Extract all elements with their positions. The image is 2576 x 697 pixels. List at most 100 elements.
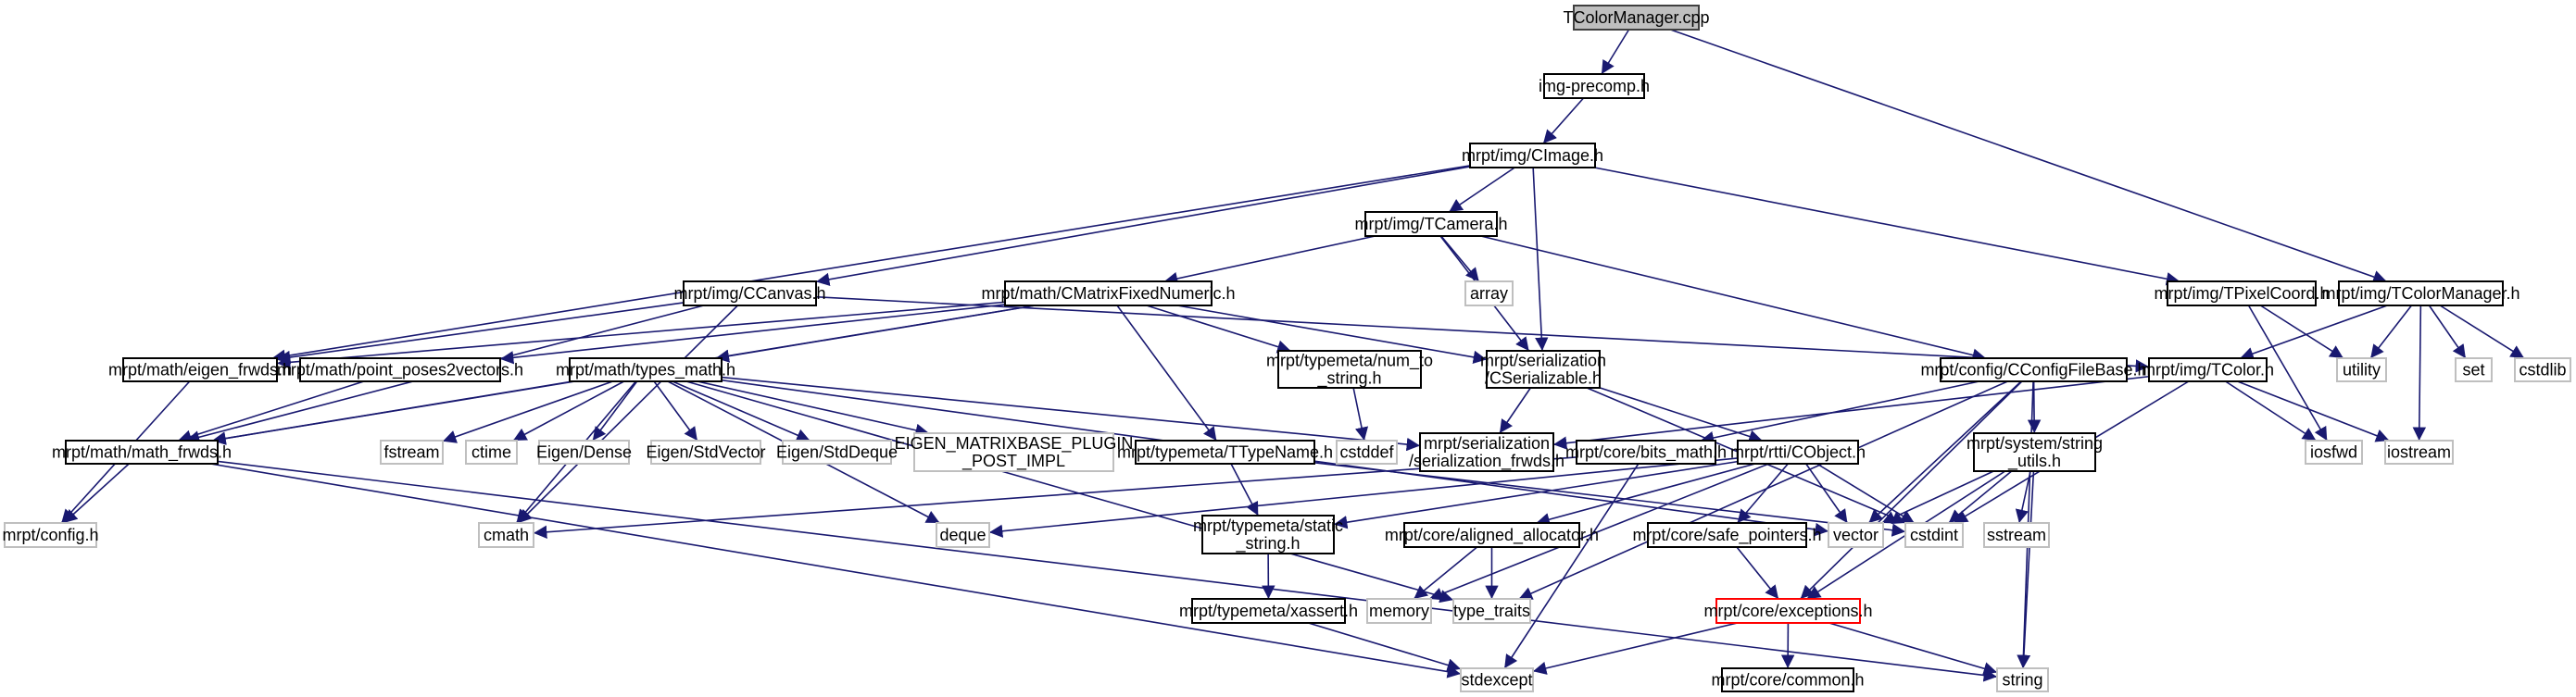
- node-config[interactable]: mrpt/config.h: [2, 522, 99, 548]
- node-set[interactable]: set: [2455, 357, 2493, 382]
- node-box[interactable]: [1721, 667, 1854, 692]
- node-box[interactable]: [1469, 143, 1596, 168]
- node-box[interactable]: [1464, 280, 1514, 306]
- node-box[interactable]: [1364, 211, 1498, 237]
- node-utility[interactable]: utility: [2336, 357, 2387, 382]
- node-box[interactable]: [4, 522, 97, 548]
- node-box[interactable]: [569, 357, 723, 382]
- node-box[interactable]: [538, 440, 630, 465]
- node-fstream[interactable]: fstream: [380, 440, 444, 465]
- node-strutils[interactable]: mrpt/system/string_utils.h: [1967, 432, 2103, 472]
- node-xassert[interactable]: mrpt/typemeta/xassert.h: [1179, 598, 1358, 624]
- node-box[interactable]: [1543, 73, 1645, 99]
- node-box[interactable]: [478, 522, 534, 548]
- node-tpixel[interactable]: mrpt/img/TPixelCoord.h: [2154, 280, 2330, 306]
- node-cpp[interactable]: TColorManager.cpp: [1563, 5, 1710, 31]
- node-deque[interactable]: deque: [936, 522, 990, 548]
- node-cmath[interactable]: cmath: [478, 522, 534, 548]
- node-box[interactable]: [2167, 280, 2317, 306]
- node-box[interactable]: [1135, 440, 1315, 465]
- node-box[interactable]: [1737, 440, 1859, 465]
- node-tcmh[interactable]: mrpt/img/TColorManager.h: [2321, 280, 2520, 306]
- node-staticstr[interactable]: mrpt/typemeta/static_string.h: [1193, 515, 1343, 554]
- node-box[interactable]: [2305, 440, 2363, 465]
- node-box[interactable]: [1715, 598, 1861, 624]
- node-box[interactable]: [1004, 280, 1213, 306]
- node-iostream[interactable]: iostream: [2384, 440, 2454, 465]
- node-box[interactable]: [1996, 667, 2049, 692]
- node-box[interactable]: [1366, 598, 1432, 624]
- node-box[interactable]: [2148, 357, 2268, 382]
- node-typesmath[interactable]: mrpt/math/types_math.h: [556, 357, 735, 382]
- node-cstddef[interactable]: cstddef: [1336, 440, 1398, 465]
- node-box[interactable]: [1403, 522, 1580, 548]
- node-box[interactable]: [1486, 350, 1601, 389]
- node-box[interactable]: [1983, 522, 2050, 548]
- node-box[interactable]: [1940, 357, 2128, 382]
- node-typetraits[interactable]: type_traits: [1452, 598, 1531, 624]
- node-exceptions[interactable]: mrpt/core/exceptions.h: [1703, 598, 1873, 624]
- node-box[interactable]: [1191, 598, 1346, 624]
- node-serfrwds[interactable]: mrpt/serialization/serialization_frwds.h: [1409, 432, 1564, 472]
- node-tcolor[interactable]: mrpt/img/TColor.h: [2142, 357, 2274, 382]
- node-ttypename[interactable]: mrpt/typemeta/TTypeName.h: [1117, 440, 1333, 465]
- node-box[interactable]: [936, 522, 990, 548]
- node-tcamera[interactable]: mrpt/img/TCamera.h: [1354, 211, 1508, 237]
- node-eigenstddeq[interactable]: Eigen/StdDeque: [776, 440, 898, 465]
- node-imgprecomp[interactable]: img-precomp.h: [1539, 73, 1650, 99]
- node-box[interactable]: [2384, 440, 2454, 465]
- node-box[interactable]: [1647, 522, 1807, 548]
- node-box[interactable]: [650, 440, 761, 465]
- node-sstream[interactable]: sstream: [1983, 522, 2050, 548]
- node-bitsmath[interactable]: mrpt/core/bits_math.h: [1565, 440, 1727, 465]
- node-mathfrwds[interactable]: mrpt/math/math_frwds.h: [52, 440, 232, 465]
- node-box[interactable]: [1828, 522, 1884, 548]
- node-box[interactable]: [1336, 440, 1398, 465]
- node-box[interactable]: [2514, 357, 2571, 382]
- node-common[interactable]: mrpt/core/common.h: [1711, 667, 1865, 692]
- node-box[interactable]: [1573, 5, 1700, 31]
- node-box[interactable]: [1576, 440, 1716, 465]
- node-eigenfrwds[interactable]: mrpt/math/eigen_frwds.h: [108, 357, 292, 382]
- node-array[interactable]: array: [1464, 280, 1514, 306]
- node-cstdlib[interactable]: cstdlib: [2514, 357, 2571, 382]
- node-box[interactable]: [1419, 432, 1554, 472]
- node-box[interactable]: [380, 440, 444, 465]
- node-memory[interactable]: memory: [1366, 598, 1432, 624]
- node-box[interactable]: [683, 280, 817, 306]
- node-string[interactable]: string: [1996, 667, 2049, 692]
- node-eigenstdvec[interactable]: Eigen/StdVector: [646, 440, 766, 465]
- node-eigenplugin[interactable]: EIGEN_MATRIXBASE_PLUGIN_POST_IMPL: [895, 432, 1134, 472]
- node-box[interactable]: [2338, 280, 2504, 306]
- node-safeptr[interactable]: mrpt/core/safe_pointers.h: [1632, 522, 1822, 548]
- node-cstdint[interactable]: cstdint: [1904, 522, 1964, 548]
- node-cimage[interactable]: mrpt/img/CImage.h: [1462, 143, 1603, 168]
- node-eigendense[interactable]: Eigen/Dense: [536, 440, 632, 465]
- node-box[interactable]: [299, 357, 501, 382]
- node-box[interactable]: [122, 357, 278, 382]
- node-pp2v[interactable]: mrpt/math/point_poses2vectors.h: [277, 357, 523, 382]
- node-box[interactable]: [65, 440, 219, 465]
- node-vector[interactable]: vector: [1828, 522, 1884, 548]
- node-cobject[interactable]: mrpt/rtti/CObject.h: [1730, 440, 1866, 465]
- node-box[interactable]: [1973, 432, 2096, 472]
- node-box[interactable]: [782, 440, 892, 465]
- node-ctime[interactable]: ctime: [465, 440, 518, 465]
- node-num2str[interactable]: mrpt/typemeta/num_to_string.h: [1266, 350, 1433, 389]
- node-box[interactable]: [1460, 667, 1534, 692]
- node-iosfwd[interactable]: iosfwd: [2305, 440, 2363, 465]
- node-cconfig[interactable]: mrpt/config/CConfigFileBase.h: [1920, 357, 2147, 382]
- node-box[interactable]: [1201, 515, 1335, 554]
- node-box[interactable]: [2455, 357, 2493, 382]
- node-box[interactable]: [1452, 598, 1531, 624]
- node-box[interactable]: [465, 440, 518, 465]
- node-cmatrix[interactable]: mrpt/math/CMatrixFixedNumeric.h: [981, 280, 1236, 306]
- node-stdexcept[interactable]: stdexcept: [1460, 667, 1534, 692]
- node-box[interactable]: [1277, 350, 1422, 389]
- node-box[interactable]: [1904, 522, 1964, 548]
- node-alignedalloc[interactable]: mrpt/core/aligned_allocator.h: [1385, 522, 1599, 548]
- node-ccanvas[interactable]: mrpt/img/CCanvas.h: [673, 280, 826, 306]
- node-box[interactable]: [913, 432, 1114, 472]
- node-cserial[interactable]: mrpt/serialization/CSerializable.h: [1480, 350, 1606, 389]
- node-box[interactable]: [2336, 357, 2387, 382]
